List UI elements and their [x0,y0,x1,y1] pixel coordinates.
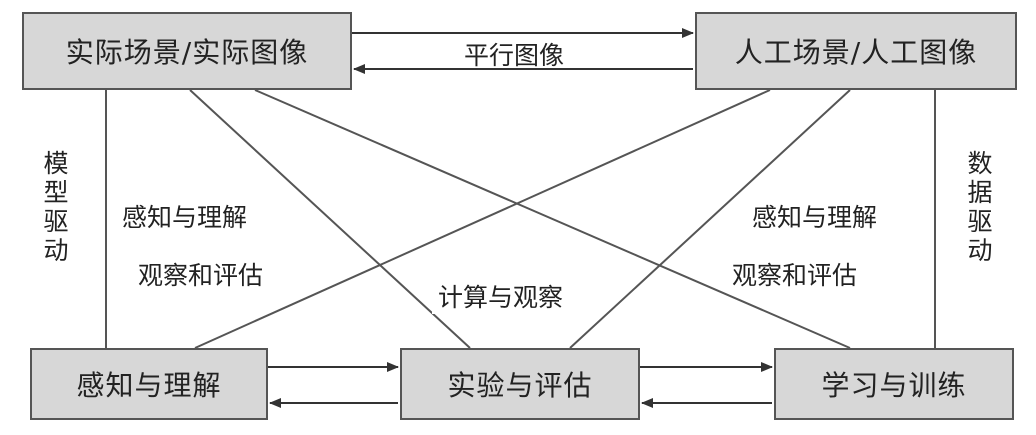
node-real-scene: 实际场景/实际图像 [22,12,352,90]
diag-real-to-experiment [189,89,471,349]
diag-real-to-learning [254,89,851,349]
label-left-perception: 感知与理解 [122,203,248,232]
label-right-perception: 感知与理解 [752,203,878,232]
label-parallel-image: 平行图像 [464,41,565,70]
label-right-observe: 观察和评估 [732,261,858,290]
node-learning: 学习与训练 [774,348,1014,420]
label-model-driven: 模型驱动 [40,150,69,266]
label-center-compute: 计算与观察 [432,278,570,314]
node-perception: 感知与理解 [30,348,268,420]
label-left-observe: 观察和评估 [138,261,264,290]
diag-artificial-to-experiment [569,89,851,349]
label-data-driven: 数据驱动 [964,150,993,266]
diag-artificial-to-perception [194,89,771,349]
node-artificial-scene: 人工场景/人工图像 [695,12,1017,90]
node-experiment: 实验与评估 [400,348,640,420]
